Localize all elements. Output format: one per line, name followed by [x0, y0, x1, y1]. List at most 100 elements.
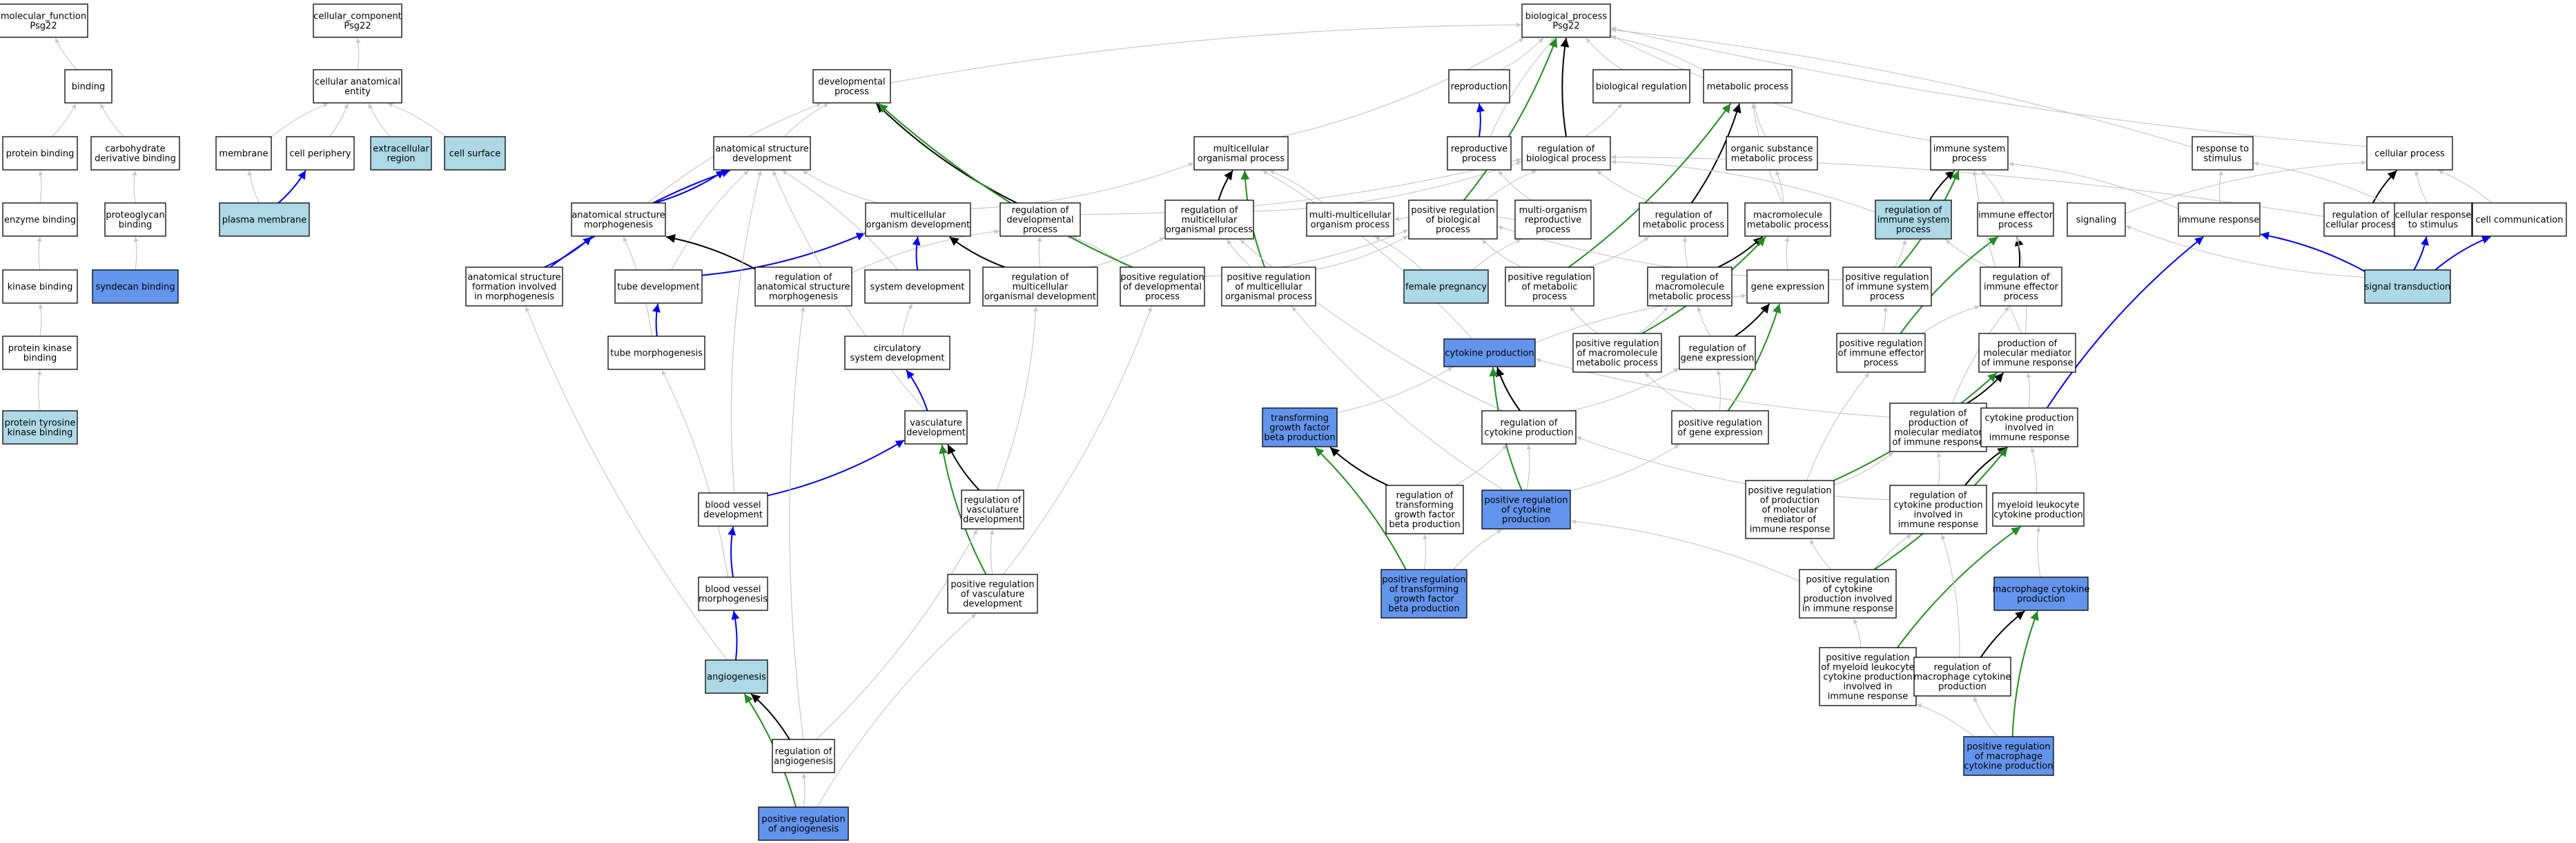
- go-term-node-cellsurf[interactable]: cell surface: [444, 136, 506, 171]
- node-box: [465, 267, 563, 307]
- go-term-node-binding[interactable]: binding: [64, 69, 113, 104]
- node-label-line: metabolic process: [1649, 292, 1731, 302]
- node-box: [1842, 267, 1932, 307]
- node-box: [1514, 200, 1592, 240]
- go-term-node-cellproc[interactable]: cellular process: [2366, 136, 2453, 171]
- go-term-node-kinbind[interactable]: kinase binding: [2, 269, 78, 304]
- go-term-node-plasmamem[interactable]: plasma membrane: [219, 202, 310, 237]
- go-term-node-protbind[interactable]: protein binding: [2, 136, 78, 171]
- go-term-node-reproduction[interactable]: reproduction: [1448, 69, 1510, 104]
- go-term-node-femalepreg[interactable]: female pregnancy: [1403, 269, 1489, 304]
- go-term-node-enzbind[interactable]: enzyme binding: [2, 202, 78, 237]
- go-term-node-cellcomm[interactable]: cell communication: [2472, 202, 2567, 237]
- go-term-node-sigtrans[interactable]: signal transduction: [2364, 269, 2451, 304]
- node-box: [607, 336, 705, 370]
- go-term-node-imresp[interactable]: immune response: [2178, 202, 2261, 237]
- go-term-node-cytprod[interactable]: cytokine production: [1443, 338, 1536, 367]
- go-term-node-tubedev[interactable]: tube development: [614, 269, 703, 304]
- node-box: [1447, 136, 1512, 171]
- node-label-line: enzyme binding: [4, 215, 76, 226]
- go-term-node-sysdev[interactable]: system development: [864, 269, 970, 304]
- go-term-node-bioreg[interactable]: biological regulation: [1592, 69, 1690, 104]
- edge-is-a-posregmop-to-posregbp: [1315, 235, 1409, 270]
- go-term-node-membrane[interactable]: membrane: [215, 136, 272, 171]
- go-term-node-signaling[interactable]: signaling: [2067, 202, 2126, 237]
- go-term-node-syndecan[interactable]: syndecan binding: [92, 269, 179, 304]
- edge-is-a-cellsurf-to-cae: [387, 103, 447, 137]
- go-term-node-geneexp[interactable]: gene expression: [1746, 269, 1829, 304]
- go-term-node-metab[interactable]: metabolic process: [1703, 69, 1793, 104]
- go-term-node-cellper[interactable]: cell periphery: [286, 136, 355, 171]
- go-term-node-tubemorph[interactable]: tube morphogenesis: [607, 336, 705, 370]
- go-term-node-angio[interactable]: angiogenesis: [705, 659, 768, 694]
